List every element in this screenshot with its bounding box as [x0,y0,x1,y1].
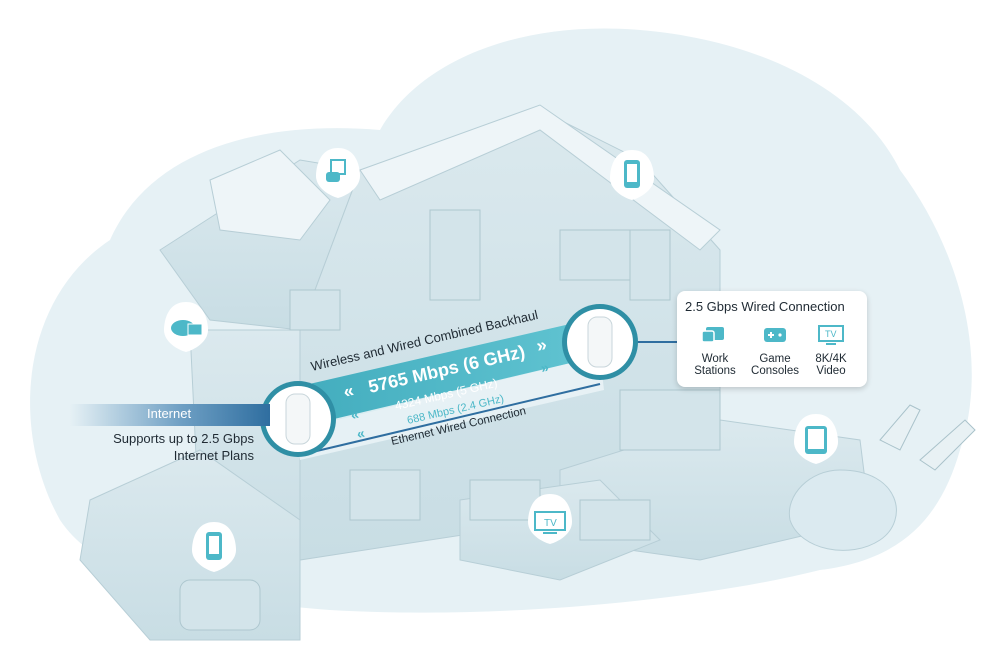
lounge-chairs [879,404,976,471]
monitor-icon [701,327,724,343]
internet-label: Internet [147,406,192,421]
backhaul-band-lower [296,356,604,460]
router-right [562,304,638,380]
device-label: 8K/4K Video [815,353,847,377]
pin-phone-upstairs [610,150,654,200]
arrow-left-eth: « [355,425,366,442]
roof [209,104,721,251]
tv-icon-text: TV [544,518,557,529]
wired-connection-card: 2.5 Gbps Wired Connection Work Stations … [677,291,867,387]
internet-support-text: Supports up to 2.5 Gbps Internet Plans [113,431,254,463]
device-label: Game Consoles [751,353,799,377]
router-left [260,381,336,457]
arrow-right-5ghz: » [539,359,550,376]
pin-cloud-folder [164,302,208,352]
room-details [179,209,721,631]
pin-tablet [794,414,838,464]
pool [788,469,897,551]
arrow-left-5ghz: « [349,406,360,423]
device-work-stations: Work Stations [685,325,745,377]
tv-icon [534,511,566,531]
internet-band [70,404,270,426]
pin-phone-garage [192,522,236,572]
arrow-left-6ghz: « [341,380,355,402]
backhaul-band-6ghz [292,318,600,430]
device-video: TV 8K/4K Video [801,325,861,377]
pin-game-console [316,148,360,198]
device-game-consoles: Game Consoles [745,325,805,377]
tv-icon: TV [818,325,844,345]
gamepad-icon [764,328,786,342]
device-label: Work Stations [694,353,736,377]
pin-tv: TV [528,494,572,544]
ethernet-cable [303,383,601,455]
arrow-right-6ghz: » [534,334,548,356]
tv-icon-text: TV [825,329,837,339]
wired-card-title: 2.5 Gbps Wired Connection [685,299,845,314]
